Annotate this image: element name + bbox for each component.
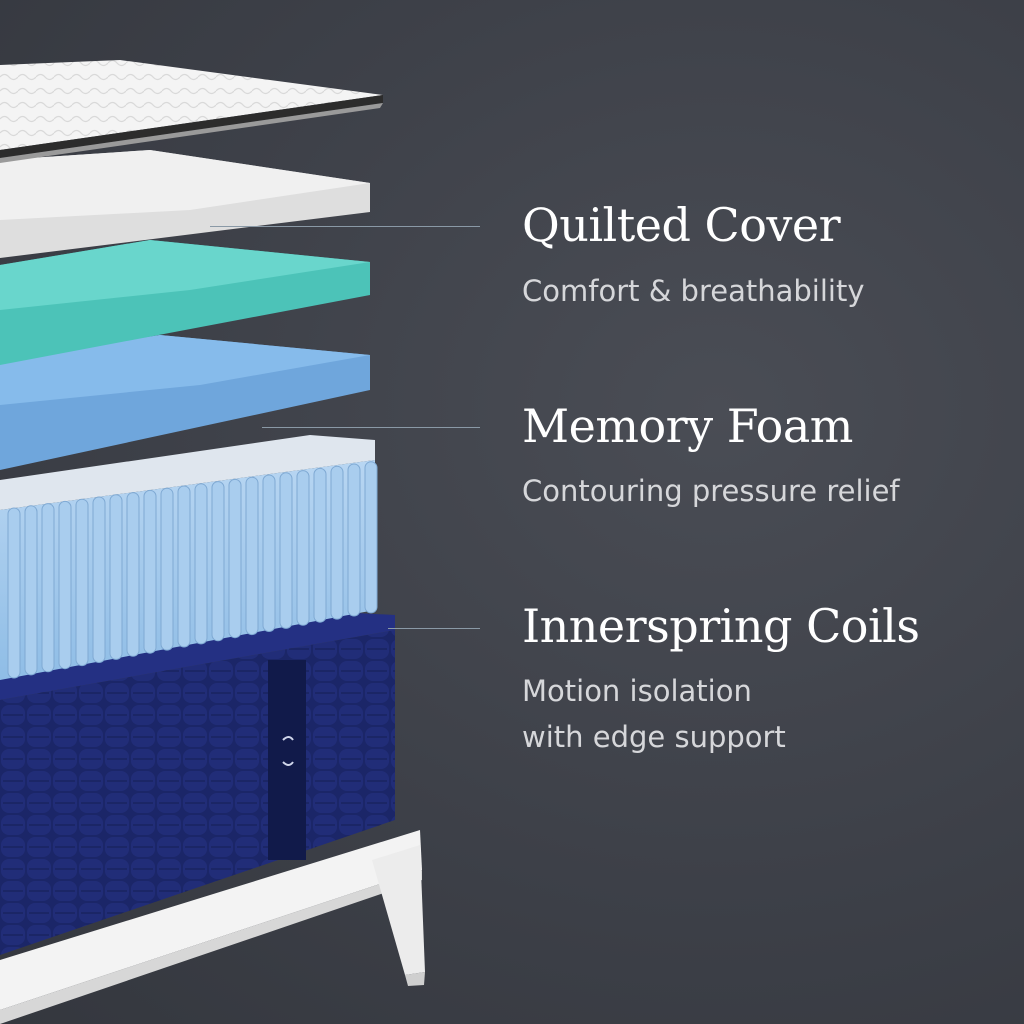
innerspring-coils	[0, 435, 378, 680]
coil-pocket	[228, 478, 242, 639]
coil-pocket	[211, 481, 225, 642]
coil-pocket	[24, 505, 38, 676]
layer-description: Motion isolation	[522, 673, 752, 708]
coil-pocket	[75, 498, 89, 667]
bed-frame	[0, 830, 425, 1024]
coil-pocket	[160, 487, 174, 651]
logo-mark	[282, 736, 294, 741]
layer-label-quilted-cover: Quilted Cover Comfort & breathability	[522, 200, 864, 314]
leader-line-quilted-cover	[210, 226, 480, 227]
gel-foam-layer	[0, 240, 370, 365]
layer-title: Quilted Cover	[522, 198, 841, 252]
memory-foam-layer	[0, 335, 370, 470]
coil-pocket	[41, 503, 55, 673]
layer-description: Contouring pressure relief	[522, 473, 900, 508]
coil-pocket	[7, 507, 21, 679]
layer-label-innerspring-coils: Innerspring Coils Motion isolation with …	[522, 601, 920, 760]
coil-pocket	[296, 470, 310, 626]
quilted-cover-layer	[0, 60, 383, 163]
layer-title: Innerspring Coils	[522, 599, 920, 653]
coil-pocket	[313, 467, 327, 623]
coil-pocket	[126, 492, 140, 657]
coil-pocket	[92, 496, 106, 663]
coil-pocket	[279, 472, 293, 629]
coil-pocket	[177, 485, 191, 648]
comfort-layer	[0, 150, 370, 258]
layer-title: Memory Foam	[522, 399, 853, 453]
mattress-base	[0, 610, 395, 955]
coil-pocket	[330, 465, 344, 620]
leader-line-innerspring-coils	[388, 628, 480, 629]
coil-pocket	[364, 461, 378, 614]
coil-pocket	[347, 463, 361, 617]
coil-pocket	[143, 489, 157, 654]
layer-label-memory-foam: Memory Foam Contouring pressure relief	[522, 401, 900, 514]
coil-pocket	[194, 483, 208, 645]
leader-line-memory-foam	[262, 427, 480, 428]
layer-description: with edge support	[522, 719, 786, 754]
coil-pocket	[245, 476, 259, 636]
coil-pocket	[109, 494, 123, 660]
coil-pocket	[262, 474, 276, 632]
layer-description: Comfort & breathability	[522, 273, 865, 308]
coil-pocket	[58, 500, 72, 670]
